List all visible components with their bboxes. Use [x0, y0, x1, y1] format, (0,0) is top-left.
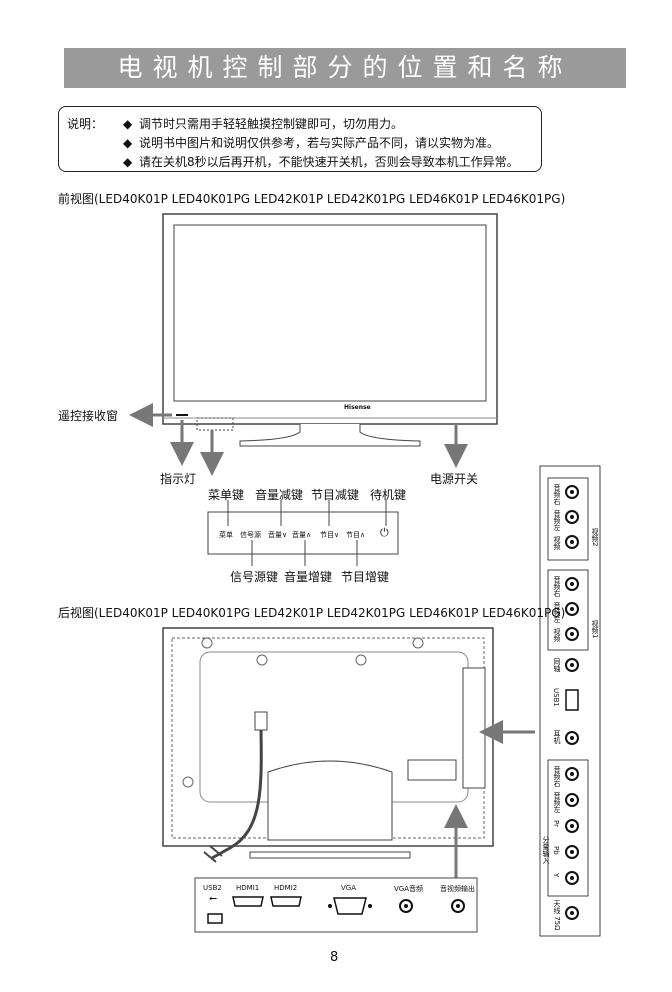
bullet-icon: ◆ — [123, 155, 133, 169]
av-out-label: 音视频输出 — [440, 885, 475, 893]
vol-up-key-label: 音量增键 — [284, 570, 333, 584]
video2-audio-right-label: 音频右 — [553, 484, 561, 505]
video2-group-label: 视频2 — [591, 528, 599, 547]
note-item-3: ◆ 请在关机8秒以后再开机，不能快速开关机，否则会导致本机工作异常。 — [123, 153, 519, 170]
earphone-label: 耳机 — [553, 730, 561, 744]
usb1-label: USB1 — [552, 688, 560, 707]
standby-key-label: 待机键 — [370, 488, 407, 502]
ch-up-key-label: 节目增键 — [341, 570, 390, 584]
source-key-label: 信号源键 — [230, 570, 279, 584]
video1-group-label: 视频1 — [591, 620, 599, 639]
video2-audio-left-label: 音频左 — [553, 510, 561, 531]
bullet-icon: ◆ — [123, 136, 133, 150]
page-number: 8 — [330, 950, 339, 965]
key-panel — [207, 511, 399, 555]
panel-menu-button: 菜单 — [219, 531, 233, 539]
panel-ch-down-button: 节目∨ — [320, 531, 340, 539]
component-y-label: Y — [552, 873, 560, 878]
antenna-label: 天线 75Ω — [553, 900, 561, 931]
note-text: 调节时只需用手轻轻触摸控制键即可，切勿用力。 — [139, 117, 404, 131]
rear-tv-illustration — [162, 627, 494, 863]
indicator-label: 指示灯 — [160, 472, 197, 486]
hdmi2-label: HDMI2 — [274, 884, 298, 892]
usb2-label: USB2 — [203, 884, 222, 892]
vol-down-key-label: 音量减键 — [255, 488, 304, 502]
notes-label: 说明： — [67, 117, 104, 131]
vga-audio-label: VGA音频 — [394, 885, 424, 893]
panel-vol-down-button: 音量∨ — [268, 531, 288, 539]
note-item-2: ◆ 说明书中图片和说明仅供参考，若与实际产品不同，请以实物为准。 — [123, 134, 499, 151]
coax-label: 同轴 — [553, 658, 561, 672]
front-view-caption: 前视图(LED40K01P LED40K01PG LED42K01P LED42… — [58, 192, 566, 206]
usb-icon: ⭠ — [209, 893, 217, 904]
component-audio-left-label: 音频左 — [553, 792, 561, 813]
video1-video-label: 视频 — [553, 628, 561, 642]
page-title: 电视机控制部分的位置和名称 — [64, 48, 626, 88]
ch-down-key-label: 节目减键 — [311, 488, 360, 502]
front-tv-illustration — [162, 213, 498, 447]
notes-box: 说明： ◆ 调节时只需用手轻轻触摸控制键即可，切勿用力。 ◆ 说明书中图片和说明仅供… — [58, 106, 542, 172]
menu-key-label: 菜单键 — [208, 488, 245, 502]
panel-source-button: 信号源 — [240, 531, 261, 539]
note-text: 请在关机8秒以后再开机，不能快速开关机，否则会导致本机工作异常。 — [139, 155, 519, 169]
power-icon: ⏻ — [380, 526, 389, 539]
hdmi1-label: HDMI1 — [236, 884, 260, 892]
video1-audio-right-label: 音频右 — [553, 576, 561, 597]
bullet-icon: ◆ — [123, 117, 133, 131]
panel-ch-up-button: 节目∧ — [346, 531, 366, 539]
video2-video-label: 视频 — [553, 536, 561, 550]
panel-vol-up-button: 音量∧ — [292, 531, 312, 539]
video1-audio-left-label: 音频左 — [553, 602, 561, 623]
component-pr-label: Pr — [552, 820, 560, 827]
vga-label: VGA — [341, 884, 357, 892]
note-text: 说明书中图片和说明仅供参考，若与实际产品不同，请以实物为准。 — [139, 136, 500, 150]
note-item-1: ◆ 调节时只需用手轻轻触摸控制键即可，切勿用力。 — [123, 115, 403, 132]
brand-logo: Hisense — [344, 404, 371, 411]
remote-window-label: 遥控接收窗 — [58, 409, 119, 423]
component-audio-right-label: 音频右 — [553, 766, 561, 787]
rear-view-caption: 后视图(LED40K01P LED40K01PG LED42K01P LED42… — [58, 606, 566, 620]
component-pb-label: Pb — [552, 846, 560, 855]
power-switch-label: 电源开关 — [430, 472, 479, 486]
component-group-label: 分量输入 — [542, 836, 550, 864]
